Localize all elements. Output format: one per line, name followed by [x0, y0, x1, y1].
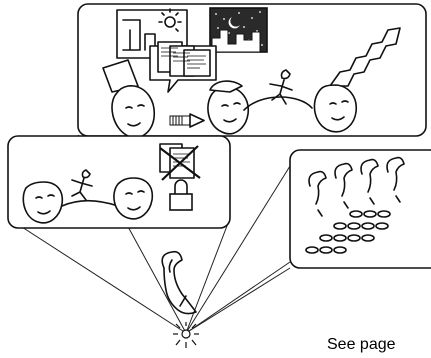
night-picture-icon: [209, 7, 268, 53]
stairs-icon: [329, 27, 401, 87]
dream-figure-icon: [308, 156, 405, 217]
running-figure-icon: [243, 69, 313, 111]
perspective-lines: [7, 134, 301, 334]
top-panel: [77, 3, 427, 139]
caption-text: See page: [327, 336, 396, 353]
documents-bubble-icon: [149, 41, 217, 93]
sleeping-head-icon: [22, 181, 64, 224]
sleeping-head-icon: [102, 59, 156, 139]
locked-document-icon: [159, 143, 201, 211]
dream-figure-icon: [161, 250, 199, 348]
footprints-icon: [305, 210, 391, 254]
sleeping-head-icon: [207, 80, 250, 135]
arrow-right-icon: [169, 113, 205, 128]
right-panel: [289, 149, 431, 269]
sleeping-head-icon: [313, 84, 358, 133]
sleeping-head-icon: [113, 177, 154, 220]
running-figure-icon: [61, 169, 119, 207]
left-panel: [7, 135, 231, 229]
